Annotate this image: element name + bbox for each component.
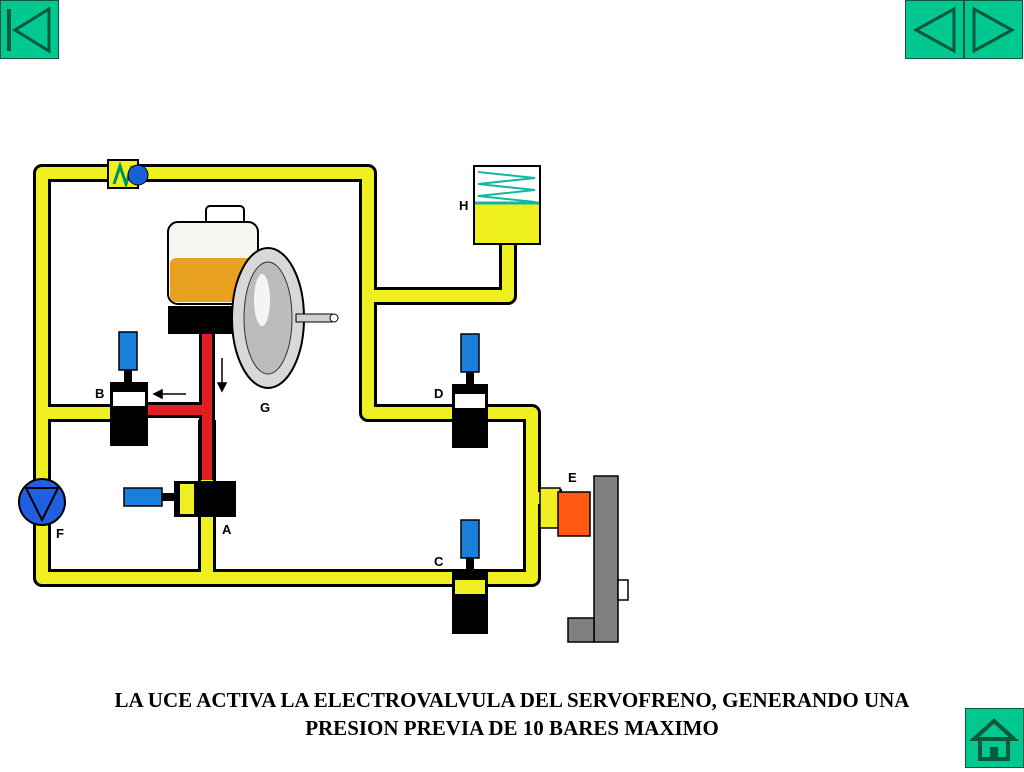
brake-caliper-e: [539, 475, 629, 643]
servo-brake-g: [167, 205, 339, 389]
check-valve: [107, 159, 149, 189]
label-d: D: [434, 386, 443, 401]
home-icon: [968, 718, 1020, 761]
solenoid-valve-c: [452, 519, 488, 634]
abs-hydraulic-diagram: A B C D E F G H: [18, 159, 629, 643]
previous-page-icon: [912, 6, 956, 54]
label-e: E: [568, 470, 577, 485]
solenoid-valve-b: [110, 331, 148, 446]
label-g: G: [260, 400, 270, 415]
first-page-icon: [7, 6, 51, 54]
caption-line-2: PRESION PREVIA DE 10 BARES MAXIMO: [305, 716, 719, 740]
pump-f: [18, 478, 66, 526]
accumulator-h: [473, 165, 541, 245]
next-page-icon: [972, 6, 1016, 54]
label-f: F: [56, 526, 64, 541]
label-h: H: [459, 198, 468, 213]
solenoid-valve-a: [123, 481, 236, 517]
slide-caption: LA UCE ACTIVA LA ELECTROVALVULA DEL SERV…: [20, 686, 1004, 742]
first-page-button[interactable]: [0, 0, 59, 59]
solenoid-valve-d: [452, 333, 488, 448]
label-c: C: [434, 554, 444, 569]
caption-line-1: LA UCE ACTIVA LA ELECTROVALVULA DEL SERV…: [114, 688, 910, 712]
flow-arrows: [152, 358, 228, 400]
label-b: B: [95, 386, 104, 401]
previous-page-button[interactable]: [905, 0, 964, 59]
next-page-button[interactable]: [964, 0, 1023, 59]
high-pressure-lines: [140, 330, 215, 480]
label-a: A: [222, 522, 232, 537]
